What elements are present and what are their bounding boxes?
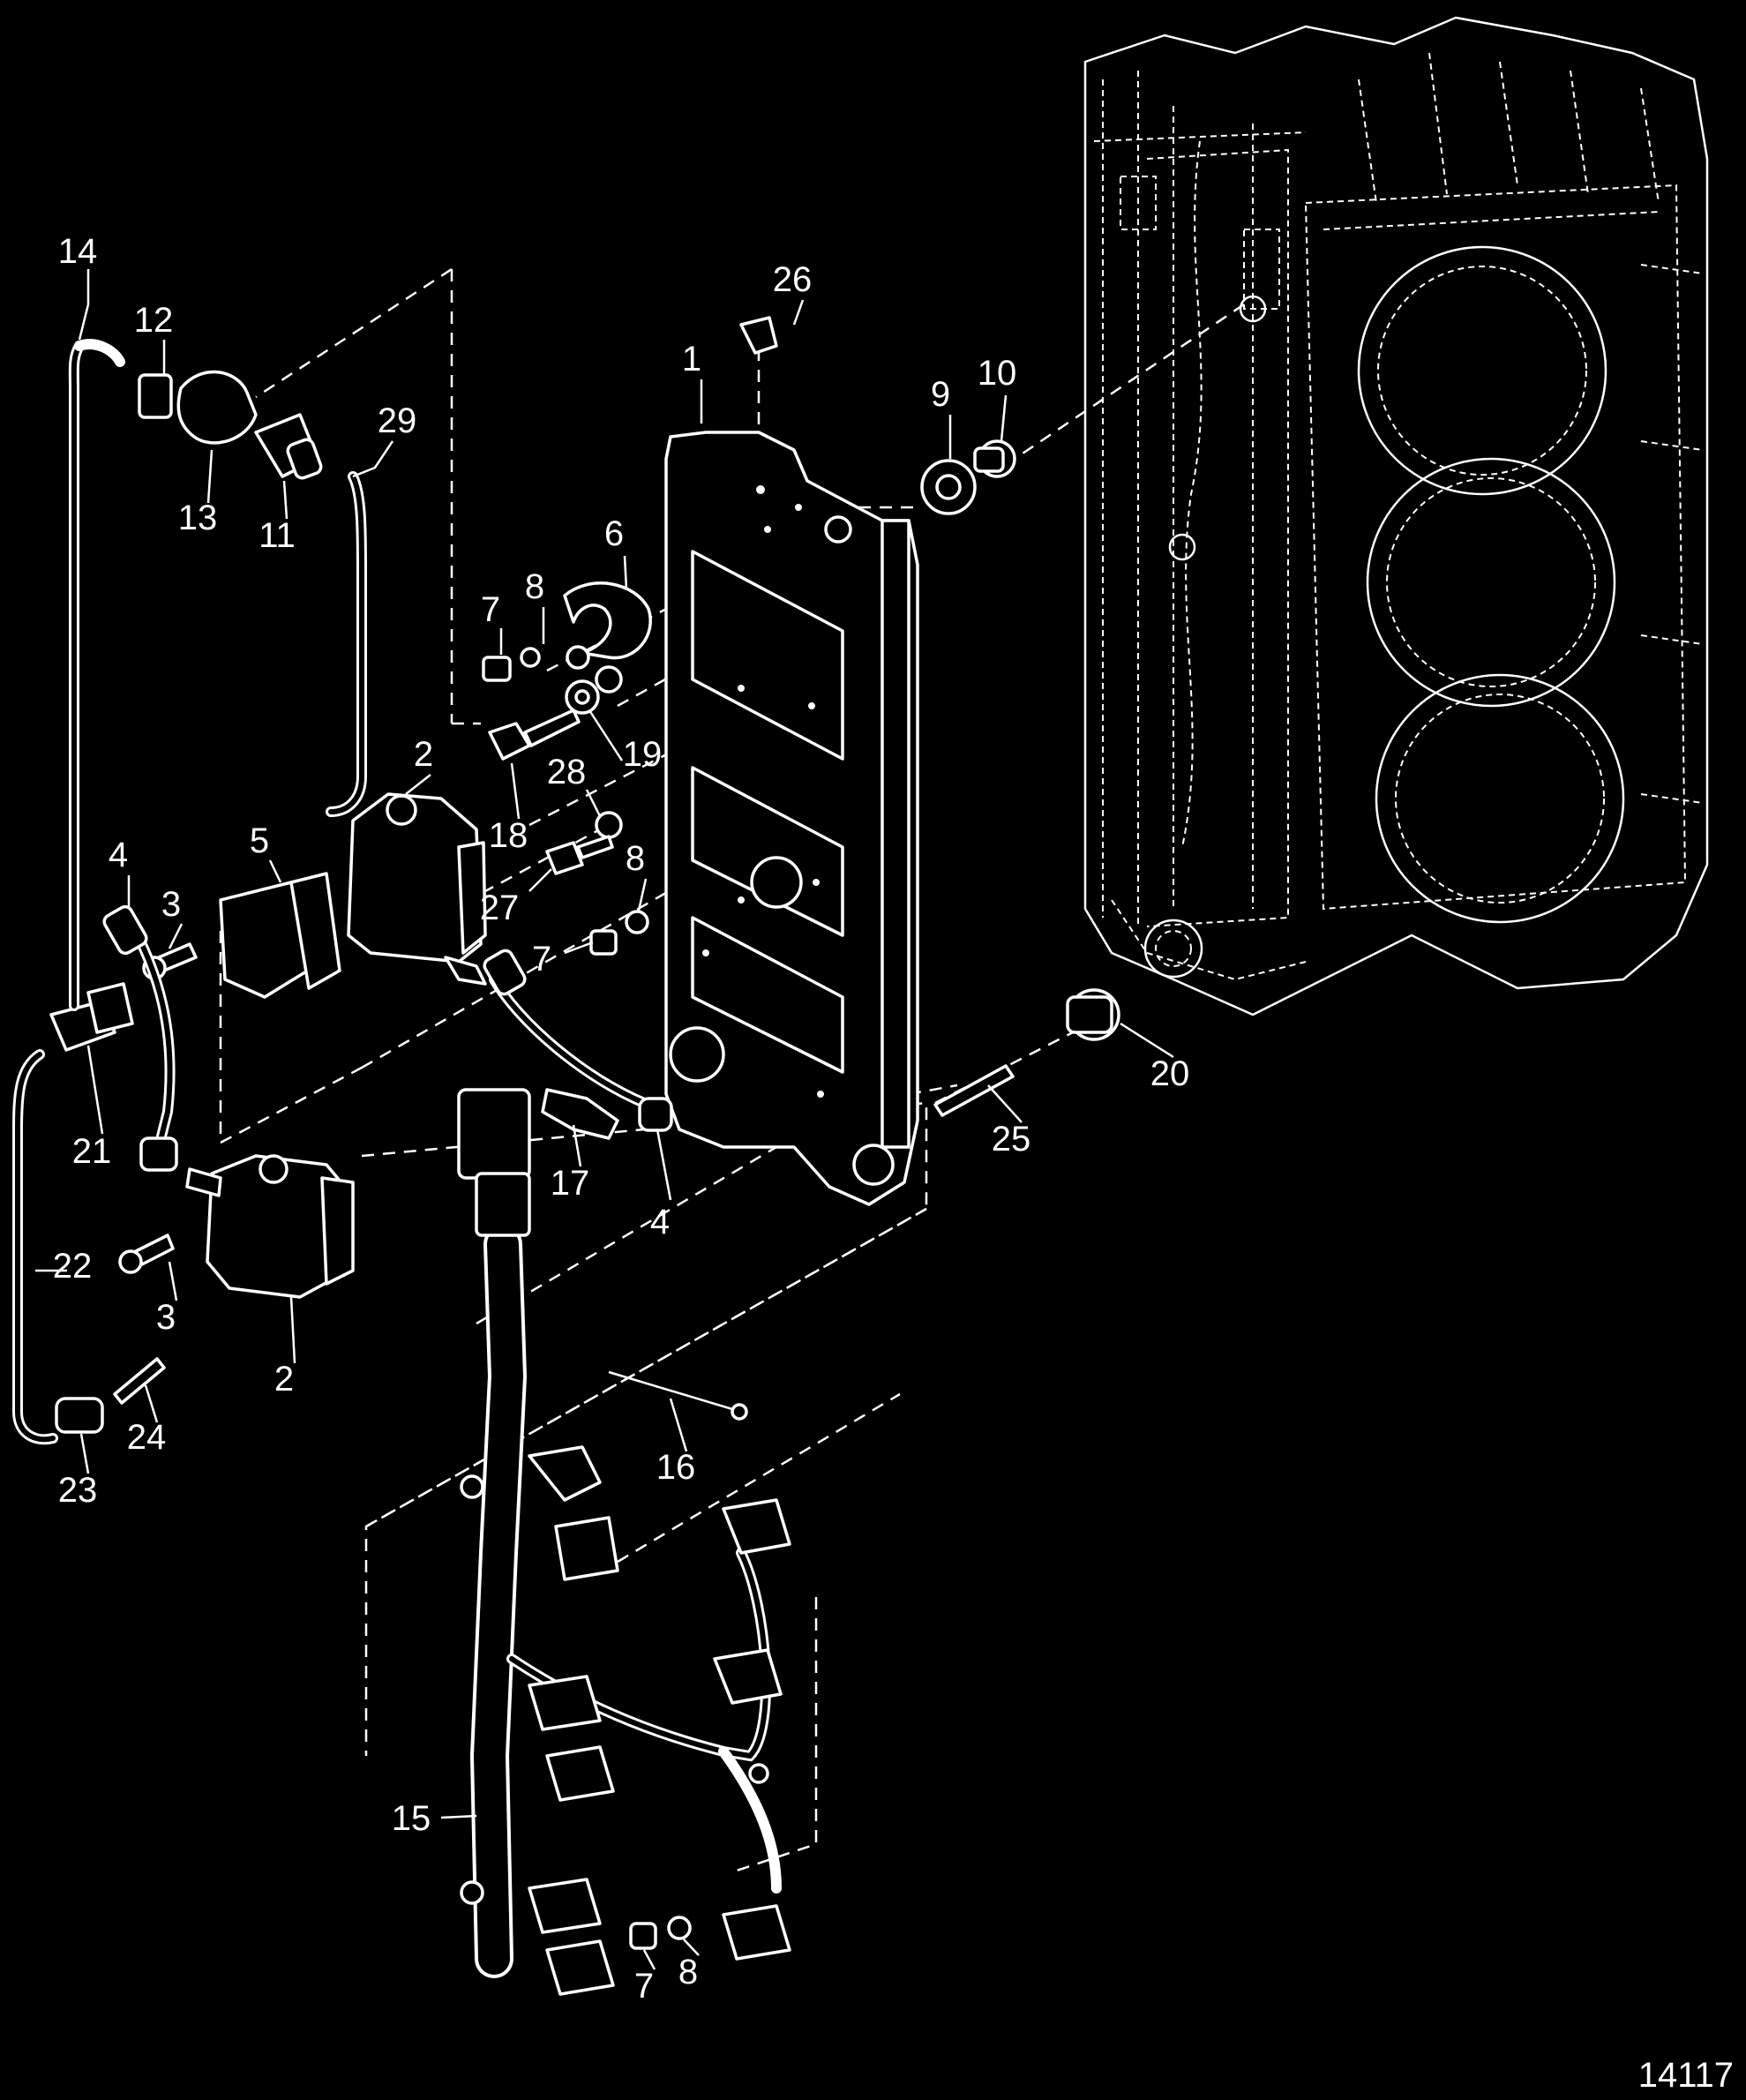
- figure-number: 14117: [1638, 2056, 1734, 2095]
- callout-7: 7: [634, 1967, 654, 2006]
- callout-27: 27: [480, 889, 520, 927]
- leader-lines: [35, 269, 1174, 1970]
- callout-23: 23: [58, 1471, 98, 1510]
- callout-18: 18: [489, 816, 528, 855]
- callout-4: 4: [109, 836, 128, 874]
- callout-8: 8: [626, 839, 645, 878]
- callout-16: 16: [656, 1448, 696, 1487]
- callout-19: 19: [623, 735, 663, 774]
- callout-7: 7: [481, 590, 500, 629]
- callout-4: 4: [650, 1203, 670, 1241]
- mounting-plate: [664, 431, 919, 1206]
- leads: [102, 904, 673, 1172]
- callout-26: 26: [773, 260, 813, 299]
- callout-22: 22: [53, 1247, 93, 1286]
- callout-17: 17: [551, 1164, 590, 1203]
- hoses: [11, 339, 367, 1445]
- callout-1: 1: [682, 340, 701, 379]
- callout-25: 25: [992, 1120, 1031, 1159]
- callout-13: 13: [178, 499, 218, 537]
- callout-3: 3: [161, 885, 181, 924]
- callout-6: 6: [604, 514, 624, 553]
- callout-11: 11: [259, 516, 296, 555]
- callout-7: 7: [532, 940, 551, 979]
- callout-5: 5: [250, 821, 269, 860]
- callout-24: 24: [127, 1418, 167, 1457]
- ignition-coils: [185, 792, 487, 1299]
- callout-8: 8: [678, 1953, 698, 1991]
- callout-20: 20: [1150, 1054, 1190, 1093]
- callout-8: 8: [525, 567, 544, 606]
- callout-28: 28: [547, 753, 587, 791]
- callout-3: 3: [156, 1298, 176, 1337]
- callout-14: 14: [58, 232, 98, 271]
- callout-9: 9: [931, 375, 950, 414]
- callout-2: 2: [414, 735, 433, 774]
- callout-21: 21: [72, 1132, 112, 1171]
- callout-12: 12: [134, 301, 174, 340]
- wiring-harness: [457, 1088, 791, 1996]
- callout-10: 10: [978, 354, 1017, 393]
- callout-29: 29: [378, 401, 417, 440]
- callout-15: 15: [392, 1799, 431, 1838]
- callout-2: 2: [274, 1360, 294, 1399]
- small-parts: [49, 316, 1120, 1950]
- engine-block-ghost: [1083, 16, 1709, 1016]
